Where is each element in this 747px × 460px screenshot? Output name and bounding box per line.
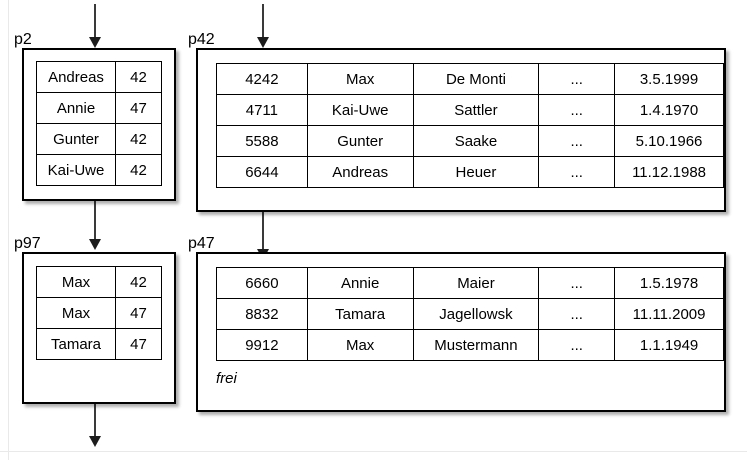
cell-more: ... bbox=[538, 329, 616, 361]
cell-id: 6660 bbox=[216, 267, 308, 299]
cell-name: Max bbox=[36, 266, 116, 298]
cell-lastname: Mustermann bbox=[412, 329, 540, 361]
cell-lastname: De Monti bbox=[412, 63, 540, 95]
cell-date: 11.12.1988 bbox=[614, 156, 724, 188]
table-row[interactable]: Gunter 42 bbox=[36, 123, 162, 155]
cell-more: ... bbox=[538, 125, 616, 157]
block-label-p47: p47 bbox=[188, 235, 215, 252]
page-edge-bottom bbox=[0, 451, 747, 452]
cell-date: 1.5.1978 bbox=[614, 267, 724, 299]
cell-more: ... bbox=[538, 156, 616, 188]
table-p42: 4242 Max De Monti ... 3.5.1999 4711 Kai-… bbox=[216, 63, 724, 188]
table-row[interactable]: Tamara 47 bbox=[36, 328, 162, 360]
cell-pointer: 47 bbox=[115, 92, 162, 124]
cell-pointer: 47 bbox=[115, 328, 162, 360]
table-row[interactable]: Annie 47 bbox=[36, 92, 162, 124]
block-label-p42: p42 bbox=[188, 31, 215, 48]
cell-name: Kai-Uwe bbox=[36, 154, 116, 186]
table-row[interactable]: 4242 Max De Monti ... 3.5.1999 bbox=[216, 63, 724, 95]
cell-firstname: Gunter bbox=[306, 125, 414, 157]
table-row[interactable]: Kai-Uwe 42 bbox=[36, 154, 162, 186]
table-p47: 6660 Annie Maier ... 1.5.1978 8832 Tamar… bbox=[216, 267, 724, 361]
cell-more: ... bbox=[538, 94, 616, 126]
cell-date: 5.10.1966 bbox=[614, 125, 724, 157]
arrow-out-of-p97 bbox=[89, 403, 101, 451]
table-row[interactable]: 6660 Annie Maier ... 1.5.1978 bbox=[216, 267, 724, 299]
arrow-into-p2 bbox=[89, 4, 101, 48]
cell-date: 3.5.1999 bbox=[614, 63, 724, 95]
cell-firstname: Max bbox=[306, 329, 414, 361]
cell-firstname: Max bbox=[306, 63, 414, 95]
table-row[interactable]: 6644 Andreas Heuer ... 11.12.1988 bbox=[216, 156, 724, 188]
table-row[interactable]: 8832 Tamara Jagellowsk ... 11.11.2009 bbox=[216, 298, 724, 330]
table-row[interactable]: Max 42 bbox=[36, 266, 162, 298]
cell-id: 6644 bbox=[216, 156, 308, 188]
table-row[interactable]: 9912 Max Mustermann ... 1.1.1949 bbox=[216, 329, 724, 361]
cell-name: Max bbox=[36, 297, 116, 329]
cell-more: ... bbox=[538, 63, 616, 95]
cell-lastname: Maier bbox=[412, 267, 540, 299]
cell-pointer: 42 bbox=[115, 61, 162, 93]
cell-lastname: Sattler bbox=[412, 94, 540, 126]
table-row[interactable]: 5588 Gunter Saake ... 5.10.1966 bbox=[216, 125, 724, 157]
block-p42[interactable]: 4242 Max De Monti ... 3.5.1999 4711 Kai-… bbox=[196, 48, 726, 212]
cell-lastname: Jagellowsk bbox=[412, 298, 540, 330]
cell-date: 11.11.2009 bbox=[614, 298, 724, 330]
block-p2[interactable]: Andreas 42 Annie 47 Gunter 42 Kai-Uwe 42 bbox=[22, 48, 176, 201]
arrow-into-p42 bbox=[257, 4, 269, 48]
block-p97[interactable]: Max 42 Max 47 Tamara 47 bbox=[22, 252, 176, 404]
cell-pointer: 42 bbox=[115, 123, 162, 155]
table-row[interactable]: 4711 Kai-Uwe Sattler ... 1.4.1970 bbox=[216, 94, 724, 126]
free-space-label: frei bbox=[216, 370, 237, 387]
cell-pointer: 42 bbox=[115, 266, 162, 298]
cell-pointer: 42 bbox=[115, 154, 162, 186]
block-label-p97: p97 bbox=[14, 235, 41, 252]
page-edge-left bbox=[8, 0, 9, 460]
table-p97: Max 42 Max 47 Tamara 47 bbox=[36, 266, 162, 360]
block-label-p2: p2 bbox=[14, 31, 32, 48]
cell-more: ... bbox=[538, 298, 616, 330]
cell-id: 4711 bbox=[216, 94, 308, 126]
cell-lastname: Heuer bbox=[412, 156, 540, 188]
cell-name: Gunter bbox=[36, 123, 116, 155]
cell-more: ... bbox=[538, 267, 616, 299]
block-p47[interactable]: 6660 Annie Maier ... 1.5.1978 8832 Tamar… bbox=[196, 252, 726, 412]
cell-pointer: 47 bbox=[115, 297, 162, 329]
cell-lastname: Saake bbox=[412, 125, 540, 157]
table-row[interactable]: Andreas 42 bbox=[36, 61, 162, 93]
cell-id: 4242 bbox=[216, 63, 308, 95]
cell-firstname: Annie bbox=[306, 267, 414, 299]
cell-name: Andreas bbox=[36, 61, 116, 93]
cell-id: 9912 bbox=[216, 329, 308, 361]
cell-firstname: Kai-Uwe bbox=[306, 94, 414, 126]
cell-date: 1.1.1949 bbox=[614, 329, 724, 361]
cell-firstname: Tamara bbox=[306, 298, 414, 330]
cell-firstname: Andreas bbox=[306, 156, 414, 188]
arrow-p2-to-p97 bbox=[89, 200, 101, 252]
cell-id: 5588 bbox=[216, 125, 308, 157]
cell-name: Annie bbox=[36, 92, 116, 124]
cell-name: Tamara bbox=[36, 328, 116, 360]
table-row[interactable]: Max 47 bbox=[36, 297, 162, 329]
cell-id: 8832 bbox=[216, 298, 308, 330]
table-p2: Andreas 42 Annie 47 Gunter 42 Kai-Uwe 42 bbox=[36, 61, 162, 186]
cell-date: 1.4.1970 bbox=[614, 94, 724, 126]
